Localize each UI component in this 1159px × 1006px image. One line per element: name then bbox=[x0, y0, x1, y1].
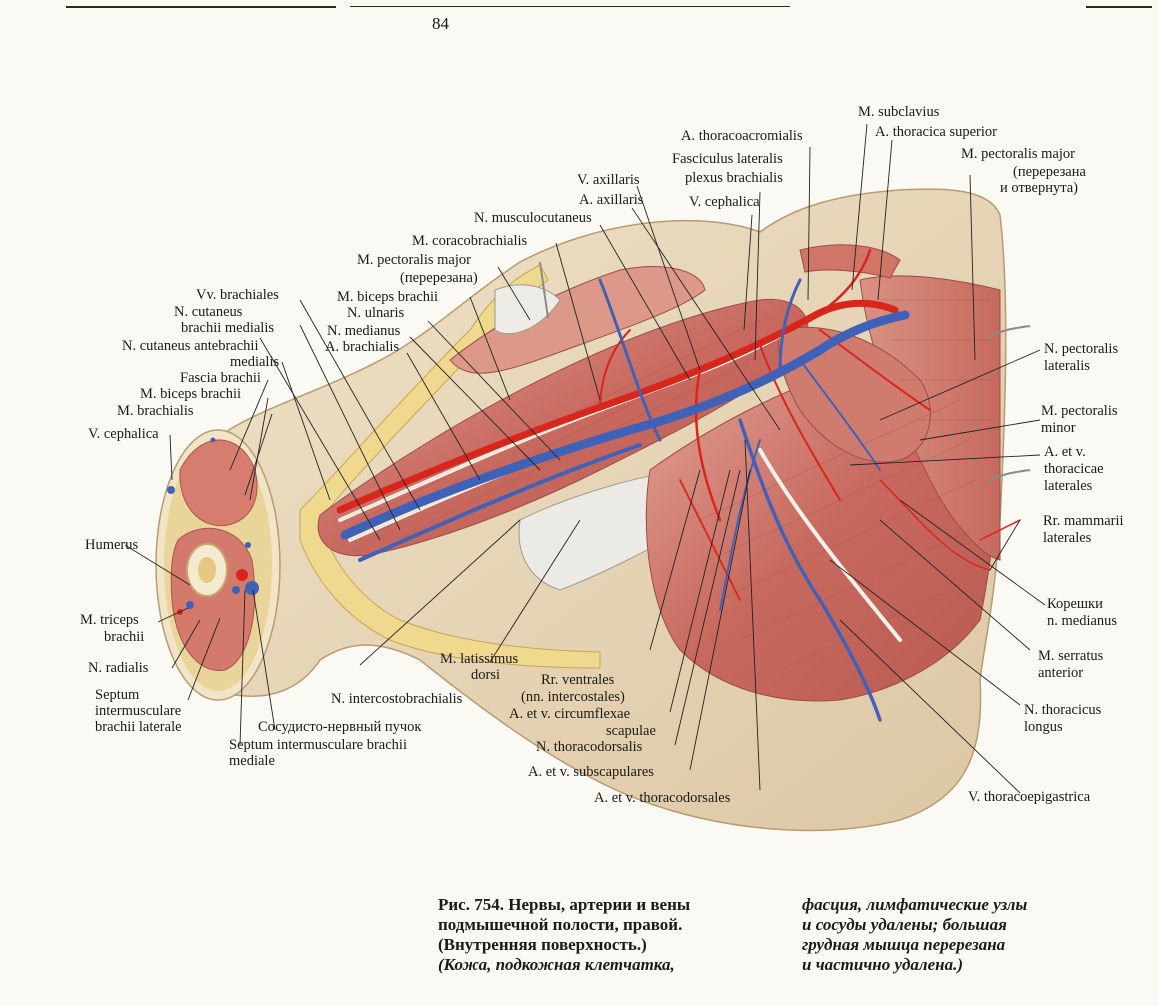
label-vv-brachiales: Vv. brachiales bbox=[196, 287, 279, 303]
label-septum-lat-2: intermusculare bbox=[95, 703, 182, 719]
caption-col2-line-3: грудная мышца перерезана bbox=[802, 935, 1006, 954]
vein-axillaris bbox=[340, 310, 910, 540]
label-v-cephalica-top: V. cephalica bbox=[689, 194, 760, 210]
label-thoracicae-2: thoracicae bbox=[1044, 461, 1104, 477]
label-m-serratus-2: anterior bbox=[1038, 665, 1084, 681]
label-pect-major-note-1: (перерезана bbox=[1013, 164, 1086, 180]
label-m-biceps-brachii-left: M. biceps brachii bbox=[140, 386, 242, 402]
artery-axillaris bbox=[336, 299, 899, 514]
label-thoracodorsales: A. et v. thoracodorsales bbox=[594, 790, 731, 806]
label-a-thoracoacromialis: A. thoracoacromialis bbox=[681, 128, 803, 144]
biceps-tendon bbox=[494, 284, 561, 335]
caption-col2-line-2: и сосуды удалены; большая bbox=[802, 915, 1007, 934]
figure-label: Рис. 754. bbox=[438, 895, 504, 914]
label-a-brachialis: A. brachialis bbox=[325, 339, 400, 355]
pectoralis-minor bbox=[778, 326, 931, 463]
label-n-cut-antebrachii-1: N. cutaneus antebrachii bbox=[122, 338, 259, 354]
label-n-medianus: N. medianus bbox=[327, 323, 401, 339]
label-m-triceps-1: M. triceps bbox=[80, 612, 139, 628]
label-subscapulares: A. et v. subscapulares bbox=[528, 764, 654, 780]
label-thoracicae-3: laterales bbox=[1044, 478, 1093, 494]
label-circumflexae-1: A. et v. circumflexae bbox=[509, 706, 631, 722]
label-rr-mammarii-1: Rr. mammarii bbox=[1043, 513, 1124, 529]
label-n-pect-lat-1: N. pectoralis bbox=[1044, 341, 1119, 357]
label-rr-ventrales-1: Rr. ventrales bbox=[541, 672, 615, 688]
label-m-latissimus-2: dorsi bbox=[471, 667, 500, 683]
label-m-brachialis: M. brachialis bbox=[117, 403, 194, 419]
label-m-biceps-brachii-top: M. biceps brachii bbox=[337, 289, 439, 305]
label-m-pectoralis-major-right: M. pectoralis major bbox=[961, 146, 1075, 162]
label-n-thoracodorsalis: N. thoracodorsalis bbox=[536, 739, 643, 755]
figure-title-3: (Внутренняя поверхность.) bbox=[438, 935, 647, 954]
label-n-thoracicus-1: N. thoracicus bbox=[1024, 702, 1102, 718]
label-n-thoracicus-2: longus bbox=[1024, 719, 1063, 735]
label-m-latissimus-1: M. latissimus bbox=[440, 651, 519, 667]
label-fascia-brachii: Fascia brachii bbox=[180, 370, 261, 386]
retractor-lower bbox=[987, 469, 1031, 483]
caption-col2-line-1: фасция, лимфатические узлы bbox=[802, 895, 1028, 914]
label-septum-lat-3: brachii laterale bbox=[95, 719, 182, 735]
caption-col2-line-4: и частично удалена.) bbox=[802, 955, 964, 974]
label-v-axillaris: V. axillaris bbox=[577, 172, 640, 188]
label-plexus-brachialis: plexus brachialis bbox=[685, 170, 783, 186]
figure-title-4: (Кожа, подкожная клетчатка, bbox=[438, 955, 675, 974]
label-n-cut-brachii-2: brachii medialis bbox=[181, 320, 275, 336]
header-rule-left bbox=[66, 6, 336, 8]
label-septum-med-2: mediale bbox=[229, 753, 275, 769]
figure-caption-col1: Рис. 754. Нервы, артерии и вены подмышеч… bbox=[438, 895, 690, 975]
label-pect-major-note-2: и отвернута) bbox=[1000, 180, 1079, 196]
label-m-coracobrachialis: M. coracobrachialis bbox=[412, 233, 528, 249]
label-m-serratus-1: M. serratus bbox=[1038, 648, 1104, 664]
label-rr-ventrales-2: (nn. intercostales) bbox=[521, 689, 625, 705]
label-septum-med-1: Septum intermusculare brachii bbox=[229, 737, 407, 753]
label-n-ulnaris: N. ulnaris bbox=[347, 305, 405, 321]
label-v-thoracoepigastrica: V. thoracoepigastrica bbox=[968, 789, 1091, 805]
label-circumflexae-2: scapulae bbox=[606, 723, 656, 739]
header-rule-middle bbox=[350, 6, 790, 7]
label-rr-mammarii-2: laterales bbox=[1043, 530, 1092, 546]
label-koreshki-1: Корешки bbox=[1047, 596, 1103, 612]
figure-caption-col2: фасция, лимфатические узлы и сосуды удал… bbox=[802, 895, 1027, 975]
label-thoracicae-1: A. et v. bbox=[1044, 444, 1086, 460]
leader-lines bbox=[124, 123, 1046, 794]
label-fasciculus-lateralis: Fasciculus lateralis bbox=[672, 151, 783, 167]
label-m-triceps-2: brachii bbox=[104, 629, 145, 645]
label-n-pect-lat-2: lateralis bbox=[1044, 358, 1090, 374]
subclavius bbox=[799, 244, 901, 279]
label-humerus: Humerus bbox=[85, 537, 139, 553]
label-m-pect-minor-1: M. pectoralis bbox=[1041, 403, 1118, 419]
figure-title-2: подмышечной полости, правой. bbox=[438, 915, 683, 934]
label-a-thoracica-superior: A. thoracica superior bbox=[875, 124, 997, 140]
label-koreshki-2: n. medianus bbox=[1047, 613, 1118, 629]
label-n-intercostobrachialis: N. intercostobrachialis bbox=[331, 691, 463, 707]
label-septum-lat-1: Septum bbox=[95, 687, 140, 703]
label-sosud-puchok: Сосудисто-нервный пучок bbox=[258, 719, 422, 735]
page-number: 84 bbox=[432, 14, 449, 33]
label-a-axillaris: A. axillaris bbox=[579, 192, 644, 208]
label-pect-major-cut: (перерезана) bbox=[400, 270, 478, 286]
label-n-cut-antebrachii-2: medialis bbox=[230, 354, 280, 370]
label-n-musculocutaneus: N. musculocutaneus bbox=[474, 210, 592, 226]
label-n-cut-brachii-1: N. cutaneus bbox=[174, 304, 243, 320]
label-m-pect-minor-2: minor bbox=[1041, 420, 1076, 436]
label-n-radialis: N. radialis bbox=[88, 660, 149, 676]
label-v-cephalica-left: V. cephalica bbox=[88, 426, 159, 442]
figure-title-1: Нервы, артерии и вены bbox=[508, 895, 691, 914]
header-rule-right bbox=[1086, 6, 1152, 8]
arm-cross-section bbox=[155, 429, 281, 701]
label-m-pectoralis-major-left: M. pectoralis major bbox=[357, 252, 471, 268]
label-m-subclavius: M. subclavius bbox=[858, 104, 940, 120]
retractor-right bbox=[987, 325, 1031, 339]
nerve-thoracicus-longus bbox=[758, 448, 902, 642]
retractor-left bbox=[539, 261, 549, 319]
